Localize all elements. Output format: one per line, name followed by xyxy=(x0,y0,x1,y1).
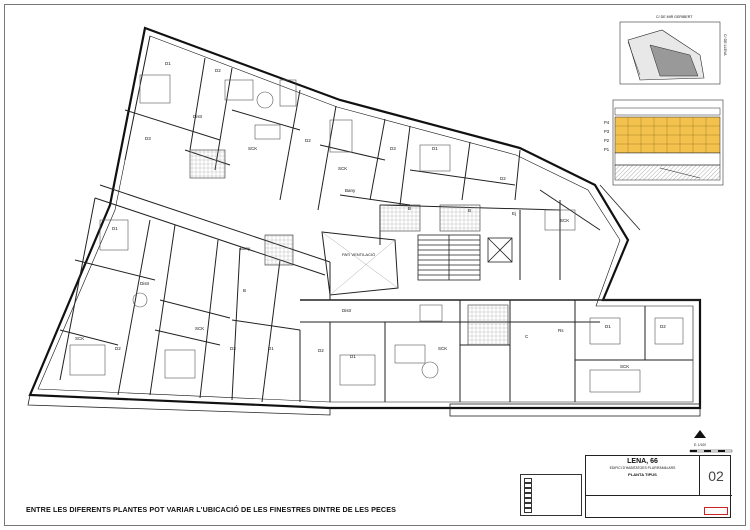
title-block-main: LENA, 66 EDIFICI D'HABITATGES PLURIFAMIL… xyxy=(586,456,700,496)
room-label: B xyxy=(243,288,246,293)
room-label: SCK xyxy=(75,336,84,341)
floor-label: P2 xyxy=(604,138,610,143)
room-label: SCK xyxy=(338,166,347,171)
room-label: D3 xyxy=(390,146,396,151)
room-label: SCK xyxy=(248,146,257,151)
room-label: D2 xyxy=(115,346,121,351)
wet-room-tiles xyxy=(189,149,509,346)
legend-entry xyxy=(524,478,534,483)
corridor-band xyxy=(94,184,331,300)
terraces xyxy=(27,184,701,417)
room-label: D1 xyxy=(165,61,171,66)
sheet-frame xyxy=(4,4,746,526)
room-label: SCK xyxy=(195,326,204,331)
building-outline xyxy=(28,26,702,410)
legend-entry xyxy=(524,508,534,513)
stamp-mark xyxy=(704,507,728,515)
room-label: Rs xyxy=(558,328,564,333)
legend-entry xyxy=(524,488,534,493)
bottom-note: ENTRE LES DIFERENTS PLANTES POT VARIAR L… xyxy=(26,505,396,514)
room-label: C xyxy=(525,334,529,339)
room-label: Distr xyxy=(140,281,150,286)
project-description: EDIFICI D'HABITATGES PLURIFAMILIARS xyxy=(609,466,676,470)
title-block-footer xyxy=(586,496,732,518)
room-label: D3 xyxy=(145,136,151,141)
project-title: LENA, 66 xyxy=(627,458,658,465)
room-label: B xyxy=(408,206,411,211)
room-label: D1 xyxy=(268,346,274,351)
room-label: D2 xyxy=(305,138,311,143)
room-label: D2 xyxy=(215,68,221,73)
room-label: Bany xyxy=(240,246,251,251)
room-label: Distr xyxy=(193,114,203,119)
sheet-title: PLANTA TIPUS xyxy=(628,472,657,477)
room-label: SCK xyxy=(620,364,629,369)
room-label: D2 xyxy=(318,348,324,353)
room-label: Bany xyxy=(345,188,356,193)
legend-entry xyxy=(524,483,534,488)
room-label: Distr xyxy=(342,308,352,313)
room-label: D1 xyxy=(432,146,438,151)
room-label: SCK xyxy=(438,346,447,351)
legend-entry xyxy=(524,493,534,498)
room-label: D2 xyxy=(500,176,506,181)
legend-entry xyxy=(524,503,534,508)
scale-bar: E: 1/100 xyxy=(689,430,733,453)
floor-label: P1 xyxy=(604,147,610,152)
stair-core xyxy=(417,234,513,281)
room-label: D1 xyxy=(605,324,611,329)
room-label: SCK xyxy=(560,218,569,223)
street-label: C/ DE MIR GERIBERT xyxy=(656,15,693,19)
room-labels: D1 D2 Distr D3 SCK D2 SCK Bany D3 D1 D2 … xyxy=(75,61,666,369)
room-label: Ej xyxy=(512,211,516,216)
room-label: D1 xyxy=(112,226,118,231)
furniture xyxy=(69,74,684,393)
title-block: LENA, 66 EDIFICI D'HABITATGES PLURIFAMIL… xyxy=(585,455,732,518)
legend-entry xyxy=(524,498,534,503)
street-label: C/ DE LLEVA xyxy=(723,34,727,56)
sheet-number: 02 xyxy=(700,456,732,496)
room-label: D2 xyxy=(660,324,666,329)
room-label: B xyxy=(468,208,471,213)
light-well xyxy=(321,231,399,296)
scale-label: E: 1/100 xyxy=(694,443,706,447)
room-label: D3 xyxy=(230,346,236,351)
interior-walls-lower-left xyxy=(59,197,301,403)
light-well-label: PATI VENTILACIÓ xyxy=(342,252,375,257)
floor-label: P4 xyxy=(604,120,610,125)
room-label: D1 xyxy=(350,354,356,359)
legend-box xyxy=(520,474,582,516)
key-plan: C/ DE MIR GERIBERT C/ DE LLEVA xyxy=(619,15,727,85)
floor-label: P3 xyxy=(604,129,610,134)
building-section: P4 P3 P2 P1 xyxy=(604,99,724,186)
